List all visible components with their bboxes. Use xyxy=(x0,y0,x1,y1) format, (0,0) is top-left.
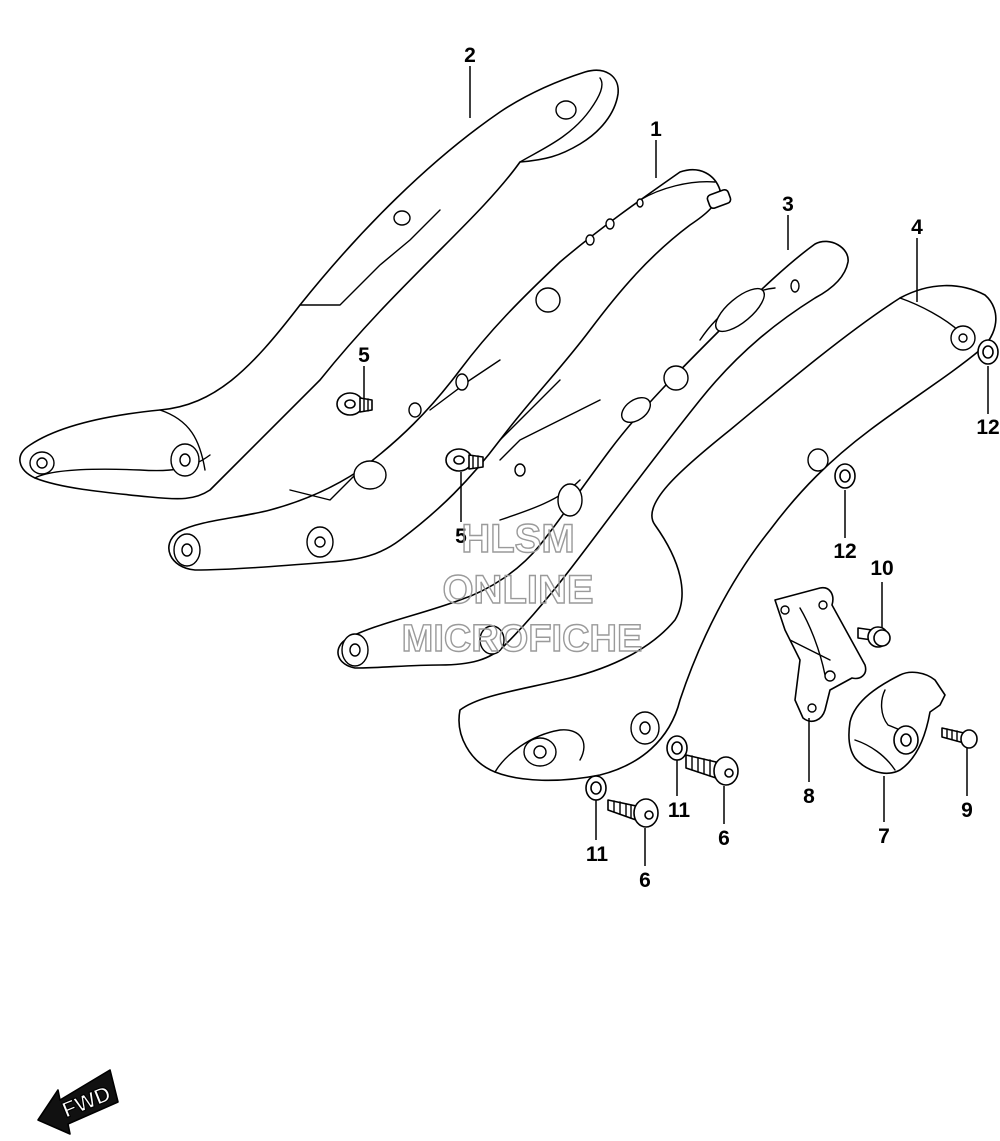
watermark: HLSM ONLINE MICROFICHE xyxy=(401,516,643,660)
callout-12-middle: 12 xyxy=(833,540,856,563)
watermark-line-1: HLSM xyxy=(461,517,574,561)
callout-9: 9 xyxy=(961,799,973,822)
part-6-screw-right[interactable] xyxy=(685,754,739,786)
callout-6-right: 6 xyxy=(718,827,730,850)
callout-7: 7 xyxy=(878,825,890,848)
callout-11-right: 11 xyxy=(668,799,691,822)
part-1-rail-bracket-left[interactable] xyxy=(168,168,732,571)
part-2-grab-rail-upper[interactable] xyxy=(19,69,619,500)
callout-5-middle: 5 xyxy=(455,525,467,548)
part-9-screw-small[interactable] xyxy=(941,727,978,749)
part-11-washer-right[interactable] xyxy=(666,735,688,761)
leader-lines xyxy=(363,66,989,866)
callout-4: 4 xyxy=(911,216,923,239)
fwd-direction-arrow: FWD xyxy=(37,1069,119,1135)
callout-1: 1 xyxy=(650,118,662,141)
part-4-grab-rail-lower[interactable] xyxy=(458,284,997,782)
callout-3: 3 xyxy=(782,193,794,216)
callout-5-upper: 5 xyxy=(358,344,370,367)
part-10-flange-bolt[interactable] xyxy=(857,626,891,648)
part-3-rail-bracket-right[interactable] xyxy=(337,240,849,669)
callout-6-left: 6 xyxy=(639,869,651,892)
fwd-arrow-icon xyxy=(37,1069,119,1135)
part-11-washer-left[interactable] xyxy=(585,775,607,801)
part-12-washer-middle[interactable] xyxy=(834,463,856,489)
callout-10: 10 xyxy=(870,557,893,580)
part-8-bracket-plate[interactable] xyxy=(774,586,867,722)
callout-2: 2 xyxy=(464,44,476,67)
callout-12-upper: 12 xyxy=(976,416,999,439)
part-7-cushion[interactable] xyxy=(848,671,946,774)
part-5-bolt-middle[interactable] xyxy=(445,448,484,472)
callout-8: 8 xyxy=(803,785,815,808)
part-5-bolt-upper[interactable] xyxy=(336,392,373,416)
part-12-washer-upper[interactable] xyxy=(977,339,999,365)
watermark-line-3: MICROFICHE xyxy=(402,618,643,660)
part-6-screw-left[interactable] xyxy=(607,798,659,828)
watermark-line-2: ONLINE xyxy=(442,568,593,612)
callout-11-left: 11 xyxy=(586,843,609,866)
